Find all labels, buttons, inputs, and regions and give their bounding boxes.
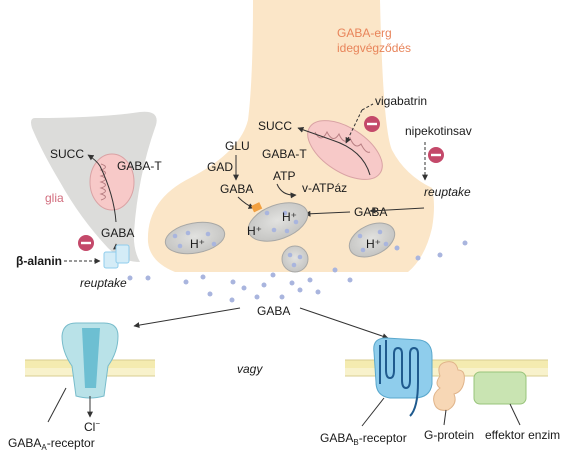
gaba-b-receptor-label: GABAB-receptor [320,431,407,447]
g-protein [433,361,465,411]
g-protein-label: G-protein [424,428,474,442]
h-plus-left-vesicle: H⁺ [190,237,205,251]
nipekotinsav-label: nipekotinsav [405,124,472,138]
chloride-base: Cl [84,420,95,434]
terminal-title-line2: idegvégződés [337,41,411,55]
gaba-b-suffix: -receptor [359,431,407,445]
gaba-a-base: GABA [8,436,41,450]
h-plus-vesicle-b: H⁺ [282,210,297,224]
glu-label: GLU [225,139,250,153]
succ-terminal-label: SUCC [258,119,292,133]
chloride-label: Cl− [84,419,100,434]
effektor-enzim [473,371,527,405]
gaba-cleft-label: GABA [257,304,290,318]
cleft-gaba-dots [127,240,468,303]
left-vesicle: H⁺ [164,221,226,255]
fusing-vesicle [281,245,309,273]
glia-label: glia [45,191,64,205]
vigabatrin-arrow [345,109,363,144]
h-plus-vesicle-a: H⁺ [247,224,262,238]
effektor-enzim-label: effektor enzim [485,428,560,442]
nipekotinsav-inhibitor-icon [428,147,444,163]
v-atpaz-label: v-ATPáz [302,181,347,195]
succ-glia-label: SUCC [50,147,84,161]
gaba-a-receptor-label: GABAA-receptor [8,436,95,452]
arrow-to-gaba-a [133,307,241,329]
reuptake-glia-label: reuptake [80,276,127,290]
central-vesicle: H⁺ H⁺ [247,202,309,242]
gaba-glia-label: GABA [101,226,134,240]
atp-label: ATP [273,169,295,183]
terminal-mitochondrion [307,120,383,180]
gaba-a-receptor-channel [61,322,119,399]
beta-alanin-label: β-alanin [16,254,62,268]
vigabatrin-label: vigabatrin [375,94,427,108]
beta-alanin-inhibitor-icon [78,235,94,251]
gaba-a-sub: A [41,443,47,452]
gaba-t-terminal-label: GABA-T [262,147,307,161]
gaba-b-sub: B [353,438,358,447]
chloride-sup: − [95,419,100,428]
vigabatrin-inhibitor-icon [364,116,380,132]
h-plus-right-vesicle: H⁺ [366,237,381,251]
right-vesicle: H⁺ [348,222,396,258]
gaba-a-suffix: -receptor [47,436,95,450]
gad-label: GAD [207,160,233,174]
gaba-b-base: GABA [320,431,353,445]
reuptake-terminal-label: reuptake [424,185,471,199]
gaba-reuptake-terminal-label: GABA [354,205,387,219]
gaba-t-glia-label: GABA-T [117,159,162,173]
arrow-to-gaba-b [299,307,389,340]
glia-transporter [103,244,130,269]
terminal-title-line1: GABA-erg [337,26,392,40]
gaba-vesicle-input-label: GABA [220,182,253,196]
vagy-label: vagy [237,362,263,376]
gaba-b-receptor [373,337,433,417]
presynaptic-terminal [147,0,435,272]
